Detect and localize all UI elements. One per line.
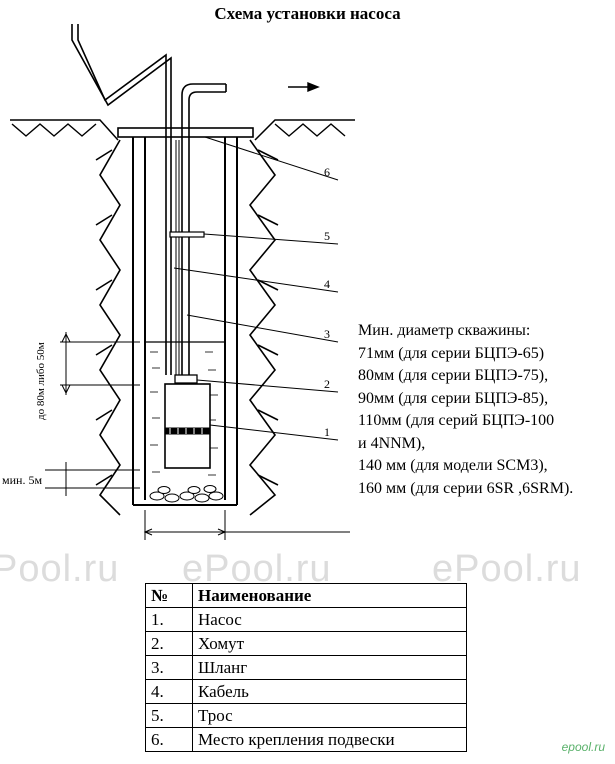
table-row: 6. Место крепления подвески <box>145 727 467 752</box>
ground-surface <box>10 119 355 141</box>
row-number: 1. <box>145 607 193 632</box>
min-diameter-info: Мин. диаметр скважины: 71мм (для серии Б… <box>358 320 573 500</box>
parts-table: № Наименование 1. Насос 2. Хомут 3. Шлан… <box>145 583 467 752</box>
table-row: 2. Хомут <box>145 631 467 656</box>
info-line: и 4NNM), <box>358 434 426 452</box>
info-line: 140 мм (для модели SCM3), <box>358 457 548 474</box>
gravel <box>149 485 224 503</box>
row-name: Насос <box>192 607 467 632</box>
table-row: 3. Шланг <box>145 655 467 680</box>
table-row: 4. Кабель <box>145 679 467 704</box>
min-depth-label: мин. 5м <box>2 473 42 487</box>
watermark-1: Pool.ru <box>0 548 120 590</box>
discharge-hose <box>181 83 227 375</box>
callout-4: 4 <box>324 277 330 291</box>
callout-1: 1 <box>324 425 330 439</box>
callout-numbers: 6 5 4 3 2 1 <box>324 165 330 439</box>
callout-2: 2 <box>324 377 330 391</box>
table-header-row: № Наименование <box>145 583 467 608</box>
power-cable <box>71 24 172 375</box>
corner-watermark: epool.ru <box>561 740 605 754</box>
table-row: 5. Трос <box>145 703 467 728</box>
callout-6: 6 <box>324 165 330 179</box>
soil-left <box>95 139 121 516</box>
row-name: Трос <box>192 703 467 728</box>
pump-installation-diagram: 6 5 4 3 2 1 до 80м либо 50м мин. 5м <box>2 24 355 540</box>
diagram-title: Схема установки насоса <box>214 4 401 23</box>
water-hatching <box>150 351 218 476</box>
row-name: Шланг <box>192 655 467 680</box>
info-line: Мин. диаметр скважины: <box>358 322 531 339</box>
dimension-markers <box>45 332 140 496</box>
row-number: 3. <box>145 655 193 680</box>
ground-soil <box>11 123 346 137</box>
outflow-arrow <box>288 81 320 93</box>
info-line: 90мм (для серии БЦПЭ-85), <box>358 389 549 407</box>
row-name: Хомут <box>192 631 467 656</box>
well-casing <box>132 135 238 506</box>
row-number: 4. <box>145 679 193 704</box>
width-dimension <box>143 510 350 540</box>
soil-right <box>248 139 279 516</box>
callout-leaders <box>173 136 339 441</box>
header-number: № <box>145 583 193 608</box>
info-line: 71мм (для серии БЦПЭ-65) <box>358 344 545 362</box>
depth-label: до 80м либо 50м <box>35 342 47 420</box>
table-row: 1. Насос <box>145 607 467 632</box>
row-number: 2. <box>145 631 193 656</box>
info-line: 110мм (для серий БЦПЭ-100 <box>358 412 555 429</box>
info-line: 160 мм (для серии 6SR ,6SRM). <box>358 479 574 497</box>
row-name: Кабель <box>192 679 467 704</box>
row-name: Место крепления подвески <box>192 727 467 752</box>
callout-5: 5 <box>324 229 330 243</box>
row-number: 5. <box>145 703 193 728</box>
info-line: 80мм (для серии БЦПЭ-75), <box>358 367 549 384</box>
callout-3: 3 <box>324 327 330 341</box>
header-name: Наименование <box>192 583 467 608</box>
row-number: 6. <box>145 727 193 752</box>
clamp-rope <box>169 231 205 238</box>
hose-clamp <box>174 374 198 384</box>
safety-rope <box>175 140 180 375</box>
well-head-plate <box>117 127 254 138</box>
pump <box>164 383 211 469</box>
